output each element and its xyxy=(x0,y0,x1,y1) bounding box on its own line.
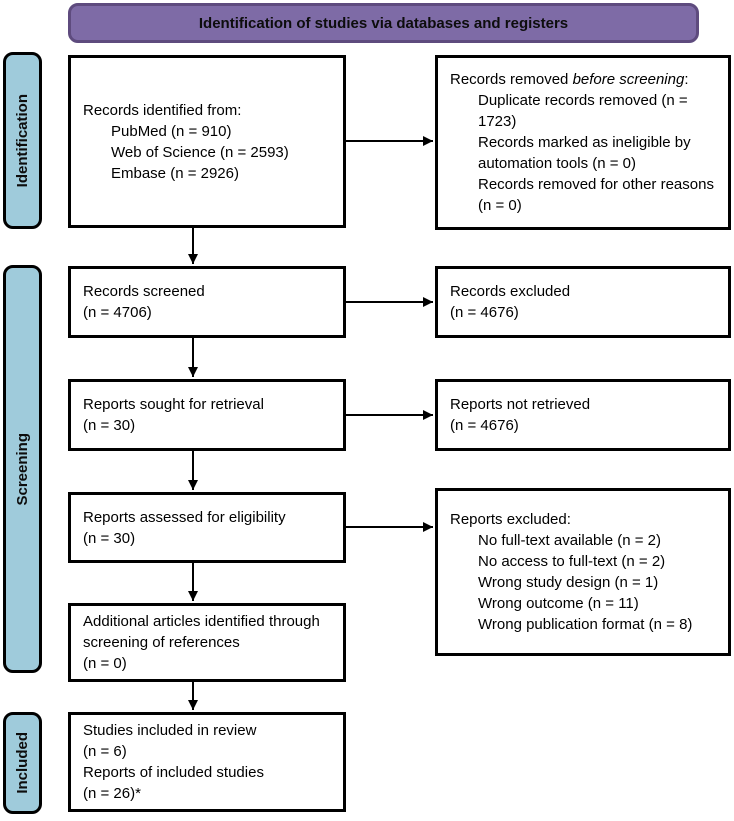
box-count: (n = 26)* xyxy=(83,785,141,802)
box-records-excluded: Records excluded (n = 4676) xyxy=(435,266,731,338)
title-prefix: Records removed xyxy=(450,71,573,88)
source-item: Embase (n = 2926) xyxy=(111,164,239,182)
box-reports-sought: Reports sought for retrieval (n = 30) xyxy=(68,379,346,451)
stage-label-identification: Identification xyxy=(3,52,42,229)
box-count: (n = 30) xyxy=(83,529,136,547)
box-count: (n = 6) xyxy=(83,743,127,760)
box-reports-excluded: Reports excluded: No full-text available… xyxy=(435,488,731,656)
reason-item: Wrong outcome (n = 11) xyxy=(478,595,639,612)
banner-title-label: Identification of studies via databases … xyxy=(198,14,569,32)
box-reports-assessed: Reports assessed for eligibility (n = 30… xyxy=(68,492,346,563)
stage-label-included: Included xyxy=(3,712,42,814)
title-italic: before screening xyxy=(572,71,685,88)
reason-item: Wrong publication format (n = 8) xyxy=(478,616,693,633)
box-records-screened: Records screened (n = 4706) xyxy=(68,266,346,338)
box-title: Reports excluded: xyxy=(450,511,571,528)
box-studies-included: Studies included in review (n = 6) Repor… xyxy=(68,712,346,812)
title-suffix: : xyxy=(684,71,689,88)
box-title: Records removed before screening: xyxy=(450,69,716,90)
box-label: Additional articles identified through s… xyxy=(83,613,320,651)
source-item: PubMed (n = 910) xyxy=(111,122,232,140)
box-count: (n = 0) xyxy=(83,655,127,672)
box-label: Reports of included studies xyxy=(83,764,264,781)
box-label: Studies included in review xyxy=(83,722,257,739)
stage-label-screening: Screening xyxy=(3,265,42,673)
box-count: (n = 4676) xyxy=(450,304,519,321)
reason-item: No full-text available (n = 2) xyxy=(478,532,662,549)
reason-item: No access to full-text (n = 2) xyxy=(478,553,666,570)
box-title: Records identified from: xyxy=(83,101,242,119)
box-records-removed: Records removed before screening: Duplic… xyxy=(435,55,731,230)
box-label: Reports not retrieved xyxy=(450,396,591,413)
source-item: Web of Science (n = 2593) xyxy=(111,143,289,161)
box-label: Reports assessed for eligibility xyxy=(83,508,286,526)
reason-item: Wrong study design (n = 1) xyxy=(478,574,659,591)
box-additional-articles: Additional articles identified through s… xyxy=(68,603,346,682)
stage-included-text: Included xyxy=(14,732,31,794)
box-label: Records excluded xyxy=(450,283,571,300)
stage-screening-text: Screening xyxy=(14,432,31,506)
reason-item: Duplicate records removed (n = 1723) xyxy=(478,92,688,130)
box-count: (n = 4706) xyxy=(83,304,152,321)
reason-item: Records marked as ineligible by automati… xyxy=(478,134,691,172)
box-label: Records screened xyxy=(83,283,205,300)
box-count: (n = 30) xyxy=(83,417,136,434)
banner-title: Identification of studies via databases … xyxy=(68,3,699,43)
box-count: (n = 4676) xyxy=(450,417,519,434)
box-label: Reports sought for retrieval xyxy=(83,396,264,413)
stage-identification-text: Identification xyxy=(14,93,31,188)
reason-item: Records removed for other reasons (n = 0… xyxy=(478,176,714,214)
box-records-identified: Records identified from: PubMed (n = 910… xyxy=(68,55,346,228)
box-reports-not-retrieved: Reports not retrieved (n = 4676) xyxy=(435,379,731,451)
